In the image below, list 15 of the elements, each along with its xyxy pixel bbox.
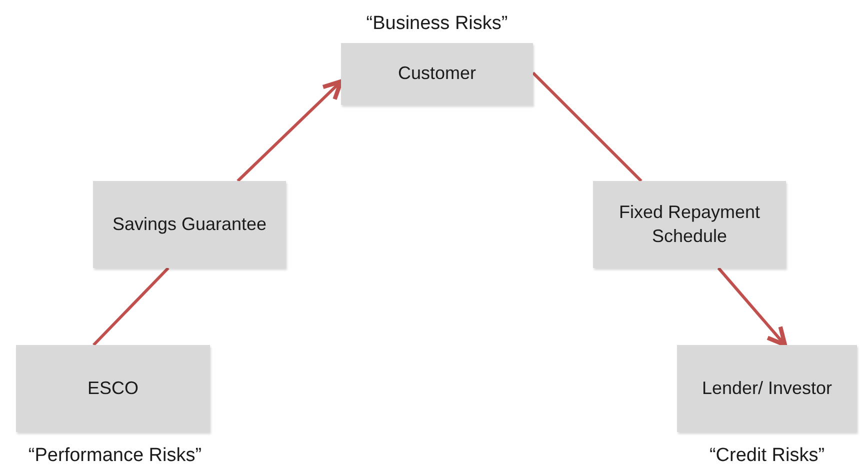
process-box [593, 181, 786, 268]
box-label: ESCO [87, 376, 138, 400]
process-box [16, 345, 210, 432]
box-label: Customer [398, 62, 476, 86]
process-box [677, 345, 857, 432]
process-box [341, 43, 533, 105]
box-label: Lender/ Investor [702, 376, 832, 400]
risk-caption: “Credit Risks” [708, 444, 826, 468]
arrow [236, 79, 344, 182]
box-label: Fixed Repayment Schedule [618, 201, 762, 248]
box-label: Savings Guarantee [112, 212, 267, 236]
arrow [717, 267, 788, 348]
risk-caption: “Business Risks” [365, 12, 509, 36]
process-box [93, 181, 286, 268]
risk-caption: “Performance Risks” [27, 444, 203, 468]
